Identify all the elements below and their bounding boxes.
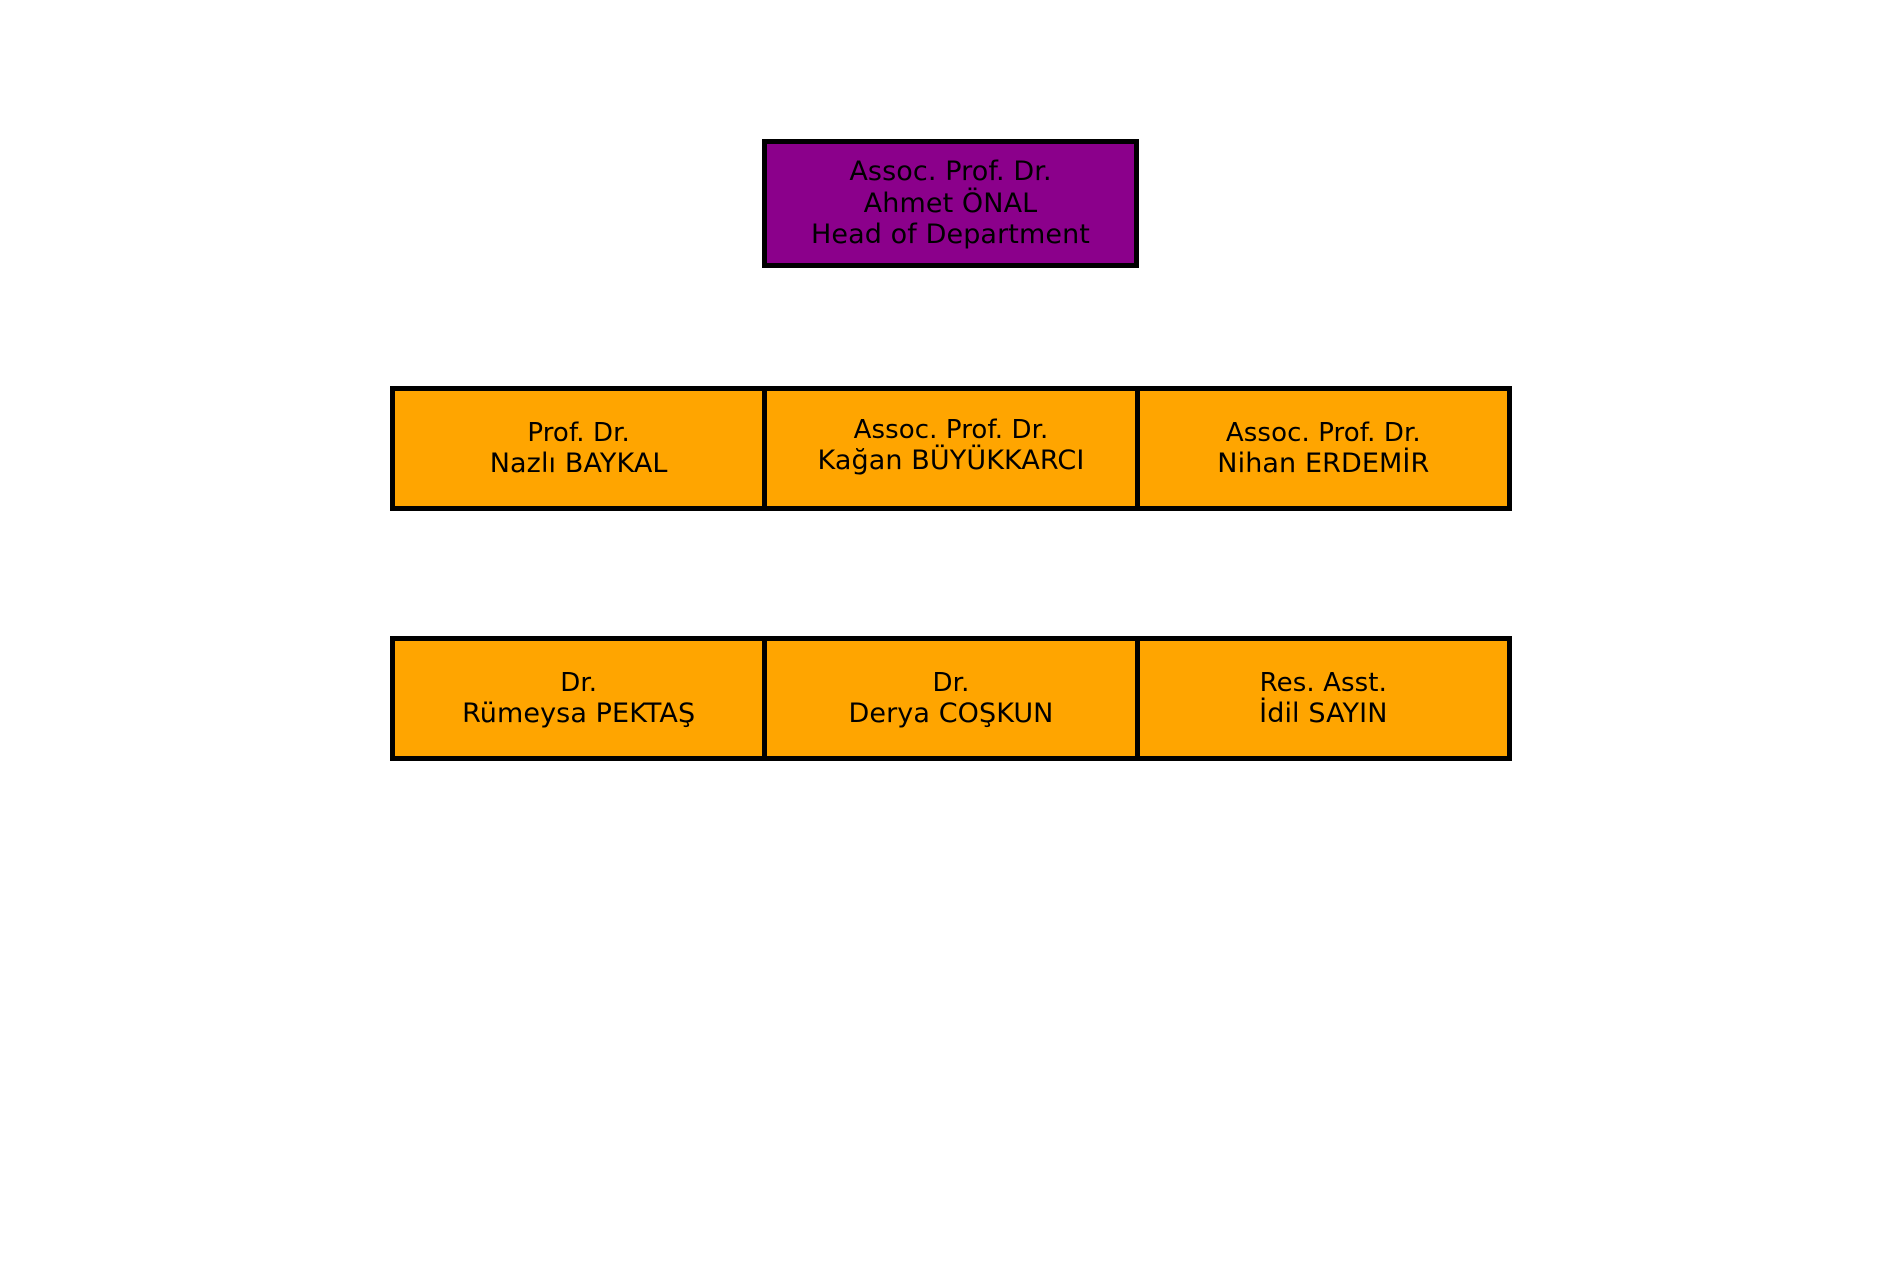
node-name: Nazlı BAYKAL [489, 447, 668, 479]
org-node-head-of-department[interactable]: Assoc. Prof. Dr. Ahmet ÖNAL Head of Depa… [762, 139, 1139, 268]
node-name: İdil SAYIN [1259, 697, 1388, 729]
org-node-nazli-baykal[interactable]: Prof. Dr. Nazlı BAYKAL [395, 391, 768, 506]
node-name: Nihan ERDEMİR [1217, 447, 1430, 479]
org-node-nihan-erdemir[interactable]: Assoc. Prof. Dr. Nihan ERDEMİR [1139, 391, 1507, 506]
node-title: Dr. [560, 667, 598, 698]
node-name: Kağan BÜYÜKKARCI [817, 444, 1085, 476]
org-level-3-row: Dr. Rümeysa PEKTAŞ Dr. Derya COŞKUN Res.… [390, 636, 1512, 761]
org-node-derya-coskun[interactable]: Dr. Derya COŞKUN [767, 641, 1140, 756]
node-role: Head of Department [811, 219, 1090, 251]
node-title: Assoc. Prof. Dr. [1225, 417, 1421, 448]
node-title: Assoc. Prof. Dr. [853, 414, 1049, 445]
org-node-kagan-buyukkarci[interactable]: Assoc. Prof. Dr. Kağan BÜYÜKKARCI [767, 391, 1140, 506]
node-name: Rümeysa PEKTAŞ [462, 697, 696, 729]
node-name: Ahmet ÖNAL [863, 187, 1038, 219]
org-node-rumeysa-pektas[interactable]: Dr. Rümeysa PEKTAŞ [395, 641, 768, 756]
node-name: Derya COŞKUN [848, 697, 1054, 729]
node-title: Dr. [932, 667, 970, 698]
node-title: Prof. Dr. [527, 417, 630, 448]
node-title: Res. Asst. [1259, 667, 1387, 698]
org-level-2-row: Prof. Dr. Nazlı BAYKAL Assoc. Prof. Dr. … [390, 386, 1512, 511]
org-node-idil-sayin[interactable]: Res. Asst. İdil SAYIN [1139, 641, 1507, 756]
node-title: Assoc. Prof. Dr. [849, 156, 1052, 188]
